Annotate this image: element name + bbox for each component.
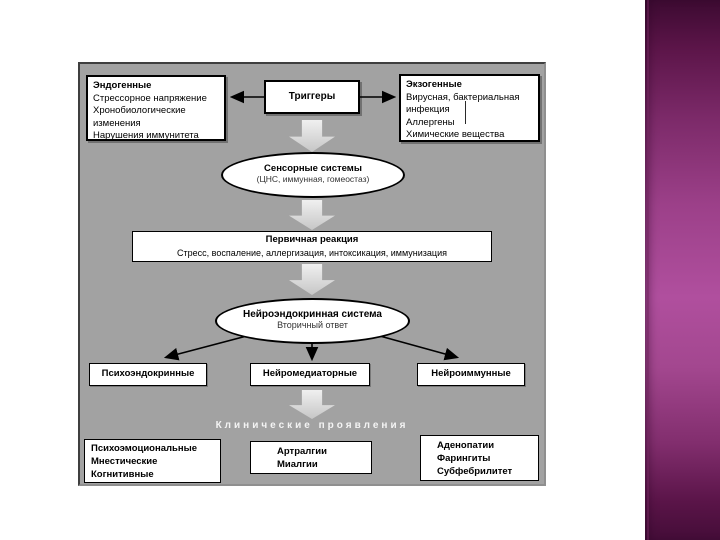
outcome-line: Психоэмоциональные — [91, 443, 198, 454]
branch-neuromediator-box: Нейромедиаторные — [250, 363, 370, 386]
clinical-manifestations-label: Клинические проявления — [215, 420, 409, 431]
endogenous-line: Стрессорное напряжение — [93, 92, 207, 104]
endogenous-line: Хронобиологические — [93, 105, 186, 116]
outcome-arthralgia-box: Артралгии Миалгии — [250, 441, 372, 474]
neuroendocrine-title: Нейроэндокринная система — [243, 309, 382, 320]
endogenous-line: Нарушения иммунитета — [93, 130, 199, 141]
stripe-seam-line — [647, 0, 649, 540]
primary-reaction-subtitle: Стресс, воспаление, аллергизация, интокс… — [177, 247, 447, 258]
flowchart-panel: Эндогенные Стрессорное напряжение Хроноб… — [78, 62, 546, 486]
stray-vertical-line — [465, 101, 466, 124]
exogenous-line: Вирусная, бактериальная — [406, 91, 520, 103]
arrow-to-neuroimmune — [368, 332, 460, 361]
branch-neuroimmune-box: Нейроиммунные — [417, 363, 525, 386]
sensory-systems-ellipse: Сенсорные системы (ЦНС, иммунная, гомеос… — [221, 152, 405, 198]
endogenous-box: Эндогенные Стрессорное напряжение Хроноб… — [86, 75, 226, 141]
exogenous-title: Экзогенные — [406, 79, 462, 90]
triggers-label: Триггеры — [288, 91, 336, 102]
outcome-adenopathy-box: Аденопатии Фарингиты Субфебрилитет — [420, 435, 539, 481]
exogenous-line: Химические вещества — [406, 129, 505, 140]
outcome-line: Когнитивные — [91, 469, 154, 480]
outcome-line: Мнестические — [91, 456, 158, 467]
exogenous-box: Экзогенные Вирусная, бактериальная инфек… — [399, 74, 540, 142]
primary-reaction-box: Первичная реакция Стресс, воспаление, ал… — [132, 231, 492, 262]
sensory-subtitle: (ЦНС, иммунная, гомеостаз) — [256, 174, 370, 184]
outcome-line: Субфебрилитет — [437, 466, 513, 477]
outcome-line: Фарингиты — [437, 453, 491, 464]
neuroendocrine-ellipse: Нейроэндокринная система Вторичный ответ — [215, 298, 410, 344]
outcome-line: Артралгии — [277, 446, 327, 457]
triggers-box: Триггеры — [264, 80, 360, 114]
flowchart-canvas: Эндогенные Стрессорное напряжение Хроноб… — [80, 64, 544, 484]
outcome-line: Миалгии — [277, 459, 318, 470]
exogenous-line: Аллергены — [406, 116, 455, 128]
primary-reaction-title: Первичная реакция — [265, 234, 359, 245]
outcome-line: Аденопатии — [437, 440, 495, 451]
endogenous-title: Эндогенные — [93, 80, 152, 91]
exogenous-line: инфекция — [406, 104, 450, 115]
outcome-psychoemotional-box: Психоэмоциональные Мнестические Когнитив… — [84, 439, 221, 483]
decorative-side-stripe — [645, 0, 720, 540]
sensory-title: Сенсорные системы — [264, 163, 362, 174]
branch-psychoendocrine-box: Психоэндокринные — [89, 363, 207, 386]
neuroendocrine-subtitle: Вторичный ответ — [277, 320, 348, 330]
endogenous-line: изменения — [93, 117, 141, 129]
